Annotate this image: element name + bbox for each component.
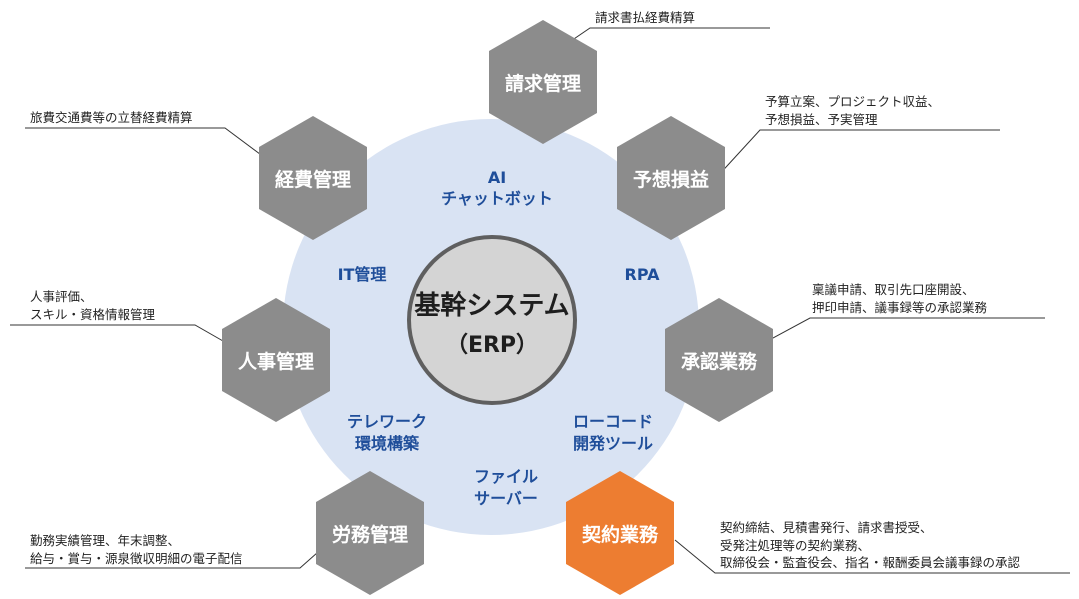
tech-file-line1: ファイル (474, 467, 538, 486)
leader-line-yoso (715, 129, 1000, 179)
hex-romu (316, 471, 424, 595)
note-keihi-line1: 旅費交通費等の立替経費精算 (30, 110, 193, 125)
tech-rpa: RPA (625, 265, 661, 284)
hex-label-keihi: 経費管理 (275, 168, 351, 191)
hex-keiyaku (566, 471, 674, 595)
note-shonin-line1: 稟議申請、取引先口座開設、 (812, 282, 975, 297)
note-jinji-line1: 人事評価、 (30, 289, 93, 304)
core-title: 基幹システム (414, 290, 569, 321)
hex-label-shonin: 承認業務 (681, 350, 758, 373)
leader-line-shonin (759, 317, 1045, 346)
leader-line-keihi (25, 127, 269, 161)
note-keiyaku-line3: 取締役会・監査役会、指名・報酬委員会議事録の承認 (720, 555, 1021, 570)
note-keiyaku-line1: 契約締結、見積書発行、請求書授受、 (720, 520, 933, 535)
note-shonin-line2: 押印申請、議事録等の承認業務 (812, 300, 988, 315)
tech-file-line2: サーバー (474, 489, 538, 508)
tech-ai-line2: チャットボット (441, 189, 553, 208)
hex-label-jinji: 人事管理 (238, 350, 314, 373)
hex-shonin (665, 298, 773, 422)
tech-telework-line1: テレワーク (347, 412, 427, 431)
tech-lowcode-line2: 開発ツール (573, 434, 653, 453)
hex-seikyu (489, 20, 597, 144)
hex-keihi (259, 116, 367, 240)
core-subtitle: （ERP） (446, 333, 538, 358)
note-jinji-line2: スキル・資格情報管理 (30, 307, 156, 322)
hex-yoso (617, 116, 725, 240)
note-romu-line1: 勤務実績管理、年末調整、 (30, 533, 180, 548)
tech-it: IT管理 (338, 265, 387, 284)
hex-label-seikyu: 請求管理 (505, 72, 581, 95)
hex-label-yoso: 予想損益 (633, 168, 709, 191)
hex-label-romu: 労務管理 (332, 523, 408, 546)
note-seikyu-line1: 請求書払経費精算 (595, 10, 695, 25)
note-yoso-line1: 予算立案、プロジェクト収益、 (765, 94, 940, 109)
note-romu-line2: 給与・賞与・源泉徴収明細の電子配信 (30, 551, 243, 566)
leader-line-jinji (10, 324, 231, 346)
note-yoso-line2: 予想損益、予実管理 (765, 112, 878, 127)
tech-telework-line2: 環境構築 (355, 434, 420, 453)
core-circle (407, 235, 577, 405)
hex-label-keiyaku: 契約業務 (581, 523, 659, 546)
tech-ai-line1: AI (488, 168, 506, 187)
tech-lowcode-line1: ローコード (573, 412, 653, 431)
leader-line-keiyaku (674, 539, 1070, 574)
hex-jinji (222, 298, 330, 422)
note-keiyaku-line2: 受発注処理等の契約業務、 (720, 538, 870, 553)
